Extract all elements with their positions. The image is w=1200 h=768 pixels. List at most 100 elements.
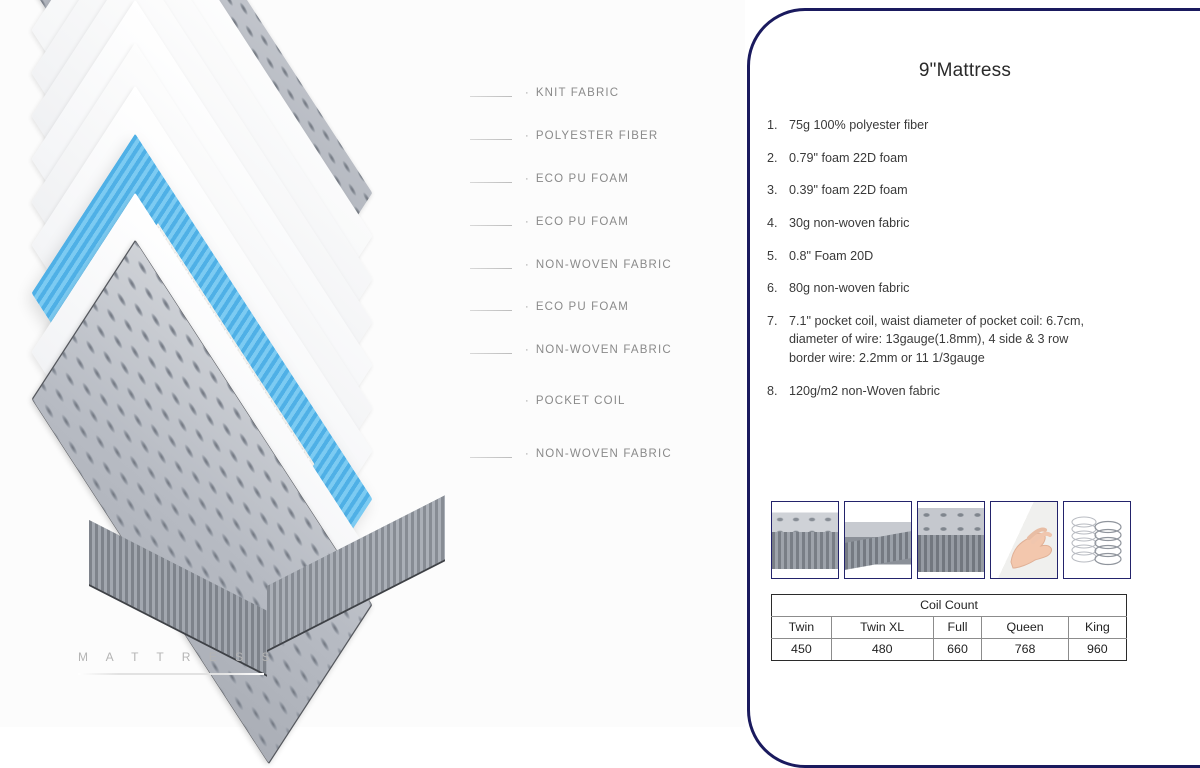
- coil-table-header: Full: [932, 616, 983, 639]
- layer-label-text: ECO PU FOAM: [535, 173, 629, 185]
- layer-label-text: POCKET COIL: [535, 395, 626, 407]
- label-bullet-icon: ·: [525, 87, 530, 99]
- label-bullet-icon: ·: [525, 130, 530, 142]
- layer-label-non-woven-fabric-1: · NON-WOVEN FABRIC: [525, 259, 672, 271]
- thumbnail-mattress-front-corner[interactable]: [771, 501, 839, 579]
- mattress-tufted-top: [31, 239, 373, 765]
- coil-table-header-row: Twin Twin XL Full Queen King: [771, 616, 1128, 639]
- spec-line: 30g non-woven fabric: [789, 215, 910, 230]
- coil-table-header: Queen: [981, 616, 1069, 639]
- mattress-side-corner-ribs: [918, 535, 984, 572]
- pocket-spring-icon: [1071, 516, 1122, 566]
- coil-table-value-row: 450 480 660 768 960: [771, 638, 1128, 661]
- label-bullet-icon: ·: [525, 395, 530, 407]
- product-diagram-panel: · KNIT FABRIC · POLYESTER FIBER · ECO PU…: [0, 0, 672, 765]
- leader-line-6: [470, 310, 512, 311]
- spec-number: 6.: [767, 281, 778, 296]
- exploded-layer-stack: [0, 0, 560, 765]
- spec-number: 2.: [767, 150, 778, 165]
- layer-label-text: KNIT FABRIC: [535, 87, 620, 99]
- spec-number: 1.: [767, 118, 778, 132]
- label-bullet-icon: ·: [525, 448, 530, 460]
- spec-item: 3. 0.39" foam 22D foam: [767, 181, 1167, 200]
- brand-rule: [78, 673, 264, 675]
- coil-table-cell: 660: [932, 638, 983, 661]
- hand-icon: [1010, 527, 1052, 569]
- spec-item: 1. 75g 100% polyester fiber: [767, 116, 1167, 135]
- specification-list: 1. 75g 100% polyester fiber 2. 0.79" foa…: [767, 116, 1167, 414]
- spec-number: 5.: [767, 248, 778, 263]
- mattress-front-corner-tufts: [772, 512, 838, 533]
- spec-item: 6. 80g non-woven fabric: [767, 279, 1167, 298]
- spec-text: 7.1" pocket coil, waist diameter of pock…: [789, 312, 1167, 368]
- layer-label-text: NON-WOVEN FABRIC: [535, 448, 672, 460]
- spec-line: 80g non-woven fabric: [789, 281, 910, 296]
- label-bullet-icon: ·: [525, 216, 530, 228]
- thumbnail-pocket-spring-row[interactable]: [1063, 501, 1131, 579]
- leader-line-4: [470, 225, 512, 226]
- spec-text: 120g/m2 non-Woven fabric: [789, 382, 1167, 401]
- spec-line: diameter of wire: 13gauge(1.8mm), 4 side…: [789, 332, 1069, 347]
- leader-line-1: [470, 96, 512, 97]
- page-title: 9"Mattress: [918, 60, 1012, 81]
- coil-table-header: Twin XL: [830, 616, 934, 639]
- coil-table-cell: 960: [1067, 638, 1128, 661]
- spec-number: 4.: [767, 215, 778, 230]
- specification-panel: 9"Mattress 1. 75g 100% polyester fiber 2…: [745, 0, 1200, 768]
- label-bullet-icon: ·: [525, 301, 530, 313]
- spec-number: 8.: [767, 383, 778, 398]
- layer-label-text: ECO PU FOAM: [535, 216, 629, 228]
- layer-label-pocket-coil: · POCKET COIL: [525, 395, 626, 407]
- spec-text: 80g non-woven fabric: [789, 279, 1167, 298]
- spec-text: 0.39" foam 22D foam: [789, 181, 1167, 200]
- coil-table-title-row: Coil Count: [771, 594, 1127, 617]
- mattress-front-corner-ribs: [772, 532, 838, 569]
- brand-mark: M A T T R E S S: [78, 650, 278, 675]
- layer-label-eco-pu-foam-1: · ECO PU FOAM: [525, 173, 629, 185]
- spec-item: 8. 120g/m2 non-Woven fabric: [767, 382, 1167, 401]
- coil-table-cell: 768: [981, 638, 1069, 661]
- thumbnail-hand-pressing-foam[interactable]: [990, 501, 1058, 579]
- layer-label-polyester-fiber: · POLYESTER FIBER: [525, 130, 658, 142]
- spec-line: 75g 100% polyester fiber: [789, 118, 929, 132]
- leader-line-7: [470, 353, 512, 354]
- layer-label-text: POLYESTER FIBER: [535, 130, 659, 142]
- leader-line-5: [470, 268, 512, 269]
- spec-line: border wire: 2.2mm or 11 1/3gauge: [789, 351, 985, 365]
- spec-item: 2. 0.79" foam 22D foam: [767, 149, 1167, 168]
- layer-label-knit-fabric: · KNIT FABRIC: [525, 87, 619, 99]
- spec-text: 75g 100% polyester fiber: [789, 116, 1167, 135]
- spec-line: 120g/m2 non-Woven fabric: [789, 383, 940, 398]
- thumbnail-mattress-angled-corner[interactable]: [844, 501, 912, 579]
- leader-line-2: [470, 139, 512, 140]
- layer-label-text: NON-WOVEN FABRIC: [535, 259, 672, 271]
- spec-number: 3.: [767, 183, 778, 198]
- layer-label-eco-pu-foam-2: · ECO PU FOAM: [525, 216, 629, 228]
- spec-text: 0.79" foam 22D foam: [789, 149, 1167, 168]
- thumbnail-mattress-side-corner[interactable]: [917, 501, 985, 579]
- mattress-side-corner-tufts: [918, 508, 984, 536]
- coil-table-header: King: [1067, 616, 1128, 639]
- coil-table-header: Twin: [771, 616, 832, 639]
- label-bullet-icon: ·: [525, 344, 530, 356]
- spec-line: 0.39" foam 22D foam: [789, 183, 908, 198]
- layer-label-text: ECO PU FOAM: [535, 301, 629, 313]
- coil-table-cell: 480: [830, 638, 934, 661]
- leader-line-3: [470, 182, 512, 183]
- spec-item: 7. 7.1" pocket coil, waist diameter of p…: [767, 312, 1167, 368]
- layer-label-eco-pu-foam-3: · ECO PU FOAM: [525, 301, 629, 313]
- brand-text: M A T T R E S S: [78, 650, 277, 664]
- label-bullet-icon: ·: [525, 173, 530, 185]
- layer-label-text: NON-WOVEN FABRIC: [535, 344, 672, 356]
- coil-count-table: Coil Count Twin Twin XL Full Queen King …: [771, 594, 1128, 661]
- layer-label-non-woven-fabric-2: · NON-WOVEN FABRIC: [525, 344, 672, 356]
- spec-line: 0.8" Foam 20D: [789, 248, 874, 263]
- coil-table-title: Coil Count: [771, 594, 1127, 617]
- spec-line: 0.79" foam 22D foam: [789, 150, 908, 165]
- spec-line: 7.1" pocket coil, waist diameter of pock…: [789, 313, 1084, 328]
- spec-text: 30g non-woven fabric: [789, 214, 1167, 233]
- spec-item: 4. 30g non-woven fabric: [767, 214, 1167, 233]
- label-bullet-icon: ·: [525, 259, 530, 271]
- spec-text: 0.8" Foam 20D: [789, 247, 1167, 266]
- thumbnail-strip: [771, 501, 1131, 579]
